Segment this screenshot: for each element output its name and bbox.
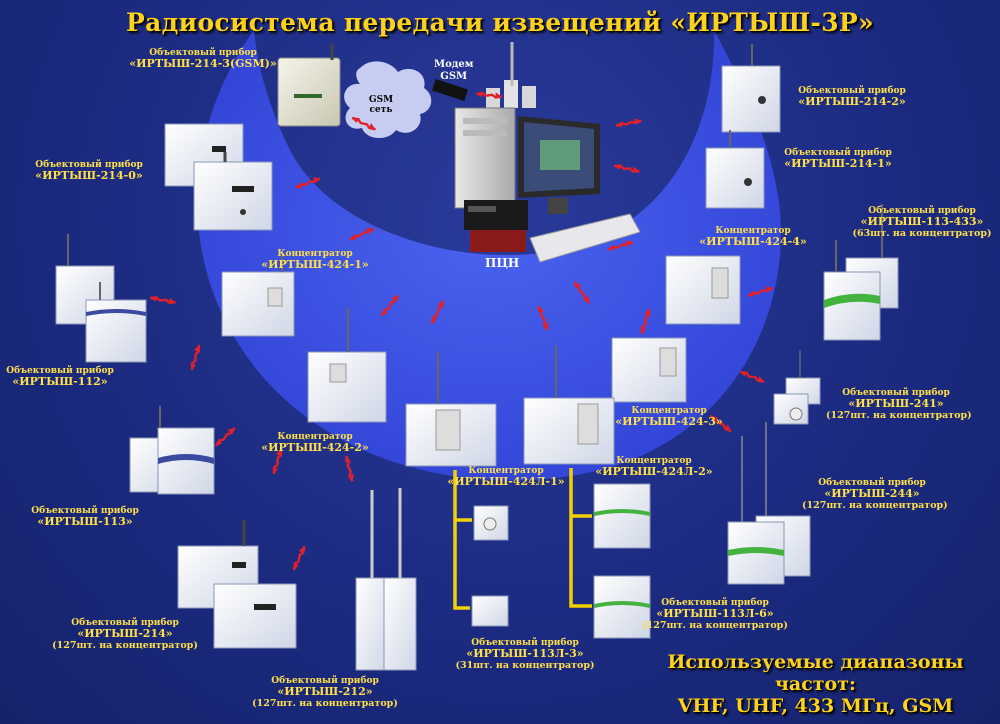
device-113l-3 (471, 505, 509, 627)
link-arrow (288, 543, 310, 573)
device-214-3gsm (277, 44, 341, 127)
frequency-list: VHF, UHF, 433 МГц, GSM (677, 694, 954, 717)
label-424l-2: Концентратор«ИРТЫШ-424Л-2» (595, 456, 713, 479)
label-212: Объектовый прибор«ИРТЫШ-212»(127шт. на к… (252, 676, 398, 709)
link-arrow (614, 116, 644, 130)
device-244 (727, 422, 811, 585)
device-112 (55, 234, 147, 363)
pc-keyboard (529, 213, 641, 263)
link-arrow (612, 159, 642, 177)
link-arrow (342, 453, 357, 484)
device-113 (129, 406, 215, 495)
pcn-unit (464, 200, 528, 252)
concentrator-424-2 (307, 308, 387, 423)
device-214-2 (721, 44, 781, 133)
antenna-tower (486, 42, 536, 108)
pc-monitor (518, 116, 600, 214)
device-214 (177, 520, 297, 649)
label-214-1: Объектовый прибор«ИРТЫШ-214-1» (784, 148, 892, 171)
label-113-433: Объектовый прибор«ИРТЫШ-113-433»(63шт. н… (852, 206, 992, 239)
link-arrow (737, 366, 767, 387)
label-113l-3: Объектовый прибор«ИРТЫШ-113Л-3»(31шт. на… (455, 638, 595, 671)
label-424l-1: Концентратор«ИРТЫШ-424Л-1» (447, 466, 565, 489)
wire-424l-1 (453, 470, 472, 610)
label-424-4: Концентратор«ИРТЫШ-424-4» (699, 226, 807, 249)
label-214-0: Объектовый прибор«ИРТЫШ-214-0» (35, 160, 143, 183)
device-212 (355, 488, 417, 671)
label-424-2: Концентратор«ИРТЫШ-424-2» (261, 432, 369, 455)
label-112: Объектовый прибор«ИРТЫШ-112» (6, 366, 114, 389)
label-113: Объектовый прибор«ИРТЫШ-113» (31, 506, 139, 529)
link-arrow (148, 291, 178, 308)
concentrator-424l-2 (523, 346, 615, 465)
device-214-1 (705, 130, 765, 209)
label-214-2: Объектовый прибор«ИРТЫШ-214-2» (798, 86, 906, 109)
gsm-cloud (344, 61, 432, 139)
label-244: Объектовый прибор«ИРТЫШ-244»(127шт. на к… (802, 478, 948, 511)
concentrator-424-4 (665, 255, 741, 325)
label-241: Объектовый прибор«ИРТЫШ-241»(127шт. на к… (826, 388, 972, 421)
device-modem (431, 79, 469, 101)
device-113l-6 (593, 483, 651, 639)
device-113-433 (823, 204, 899, 341)
device-214-0 (164, 123, 273, 231)
pcn-label: ПЦН (485, 256, 520, 270)
concentrator-424-1 (221, 254, 295, 337)
modem-label: Модем GSM (434, 59, 474, 82)
label-214: Объектовый прибор«ИРТЫШ-214»(127шт. на к… (52, 618, 198, 651)
concentrator-424l-1 (405, 352, 497, 467)
pc-tower (454, 107, 516, 209)
link-arrow (186, 342, 204, 372)
wire-424l-2 (569, 468, 592, 608)
label-424-3: Концентратор«ИРТЫШ-424-3» (615, 406, 723, 429)
frequency-bands: Используемые диапазоны частот: VHF, UHF,… (648, 651, 983, 718)
label-214-3gsm: Объектовый прибор«ИРТЫШ-214-3(GSM)» (129, 48, 277, 71)
gsm-network-label: GSM сеть (368, 95, 394, 115)
frequency-heading: Используемые диапазоны частот: (667, 651, 964, 695)
label-113l-6: Объектовый прибор«ИРТЫШ-113Л-6»(127шт. н… (642, 598, 788, 631)
device-241 (773, 350, 821, 425)
link-arrow (211, 424, 239, 449)
page-title: Радиосистема передачи извещений «ИРТЫШ-3… (126, 8, 874, 37)
label-424-1: Концентратор«ИРТЫШ-424-1» (261, 249, 369, 272)
concentrator-424-3 (611, 337, 687, 403)
